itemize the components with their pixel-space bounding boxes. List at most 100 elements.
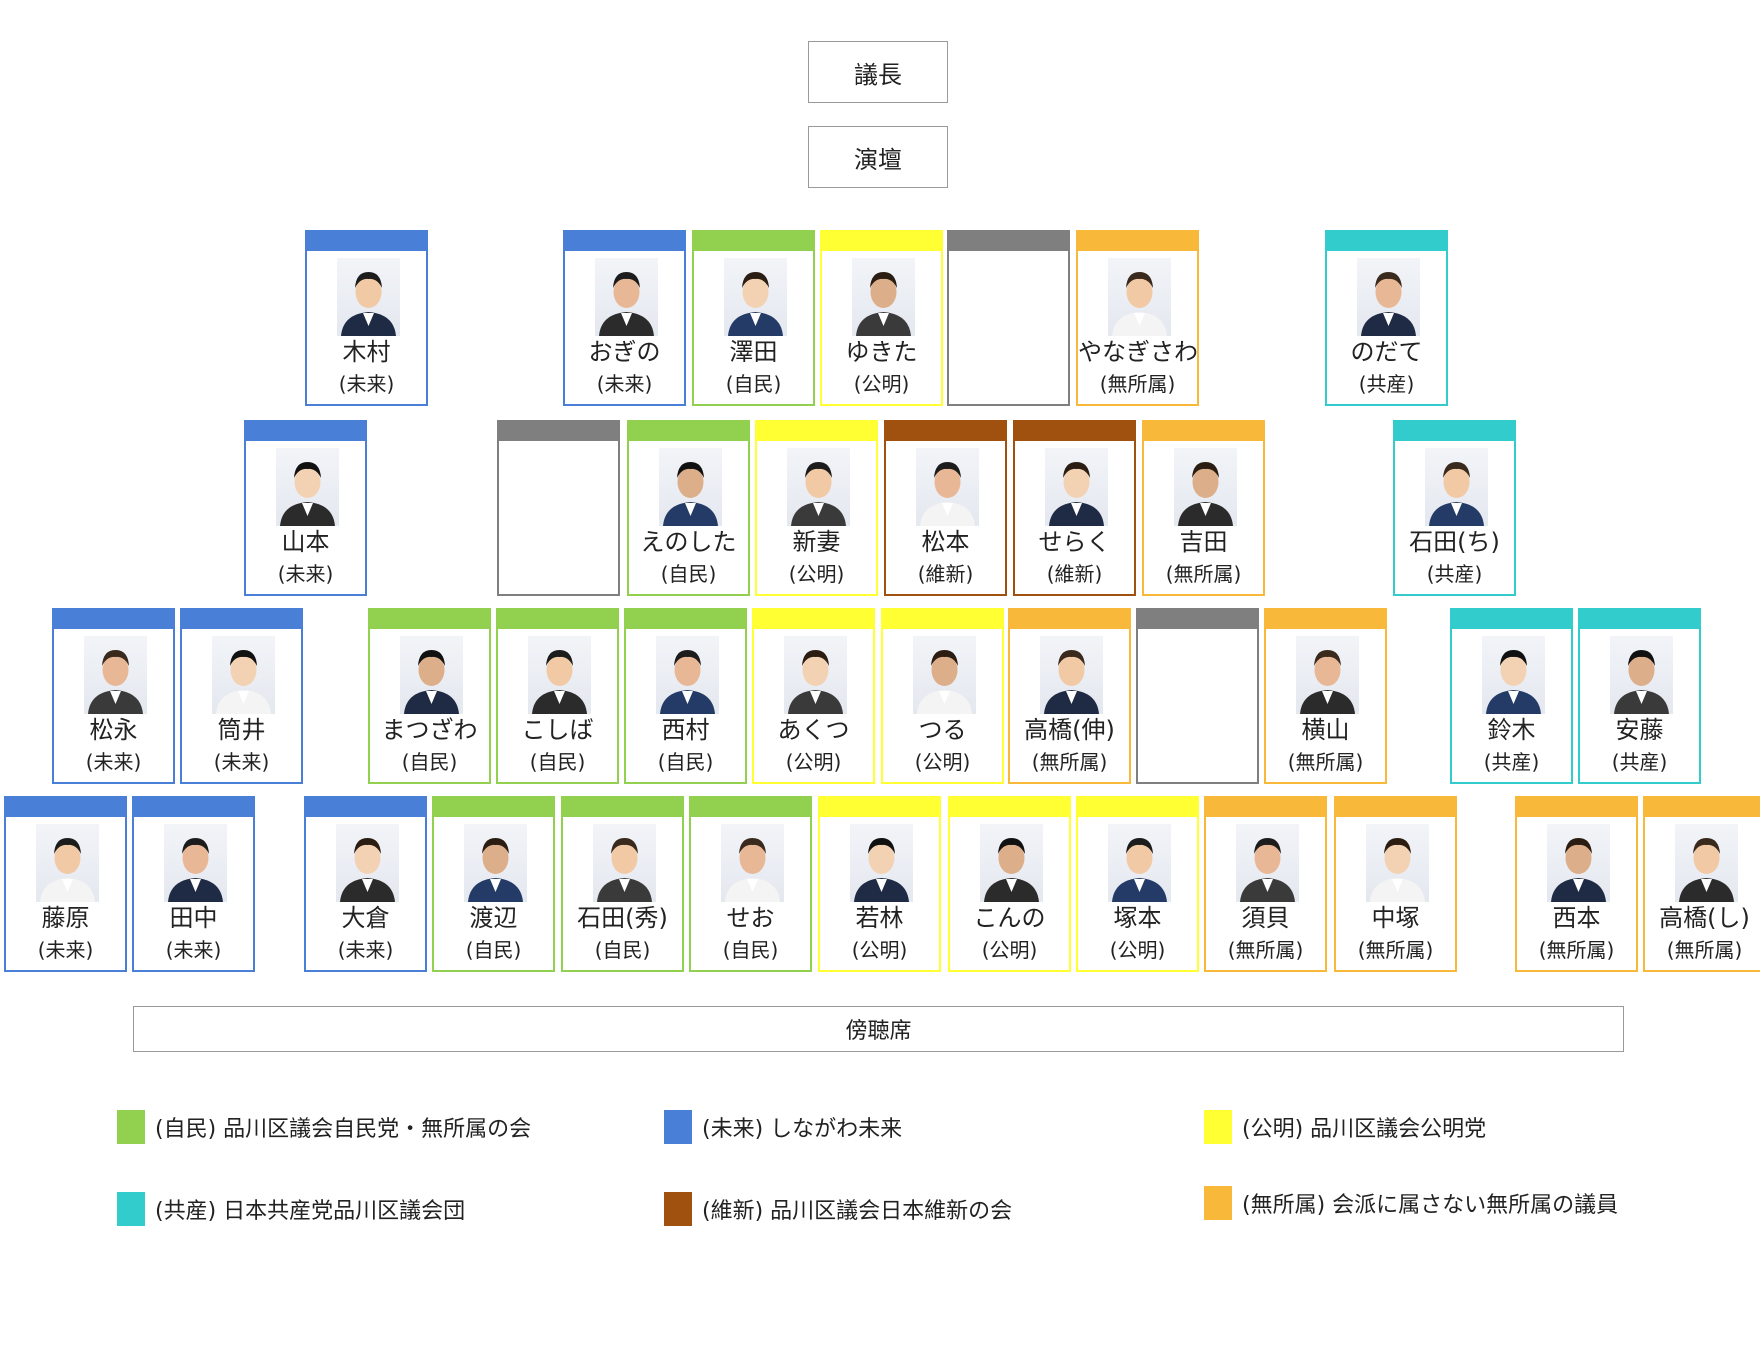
- party-color-bar: [1450, 608, 1573, 629]
- seat-card: 安藤(共産): [1578, 608, 1701, 784]
- seat-card: のだて(共産): [1325, 230, 1448, 406]
- seat-card: つる(公明): [881, 608, 1004, 784]
- party-color-bar: [884, 420, 1007, 441]
- member-photo: [1296, 636, 1359, 714]
- seat-card: 西本(無所属): [1515, 796, 1638, 972]
- member-party: (未来): [37, 938, 94, 962]
- legend-swatch: [664, 1192, 692, 1226]
- seat-card: 若林(公明): [818, 796, 941, 972]
- member-party: (自民): [465, 938, 522, 962]
- seat-card: 西村 (自民): [624, 608, 747, 784]
- member-party: (自民): [594, 938, 651, 962]
- party-color-bar: [818, 796, 941, 817]
- member-party: (共産): [1426, 562, 1483, 586]
- seat-card: 木村(未来): [305, 230, 428, 406]
- member-photo: [1108, 824, 1171, 902]
- member-photo: [721, 824, 784, 902]
- member-name: 藤原: [41, 904, 90, 932]
- member-party: (維新): [1046, 562, 1103, 586]
- member-photo: [36, 824, 99, 902]
- legend-item: (未来) しながわ未来: [664, 1110, 902, 1144]
- party-color-bar: [752, 608, 875, 629]
- member-party: (未来): [596, 372, 653, 396]
- member-name: 塚本: [1113, 904, 1162, 932]
- member-photo: [916, 448, 979, 526]
- member-name: えのした: [640, 528, 737, 556]
- member-photo: [528, 636, 591, 714]
- member-party: (自民): [657, 750, 714, 774]
- member-photo: [1236, 824, 1299, 902]
- chair-label: 議長: [808, 41, 948, 103]
- member-photo: [400, 636, 463, 714]
- seat-card: 横山(無所属): [1264, 608, 1387, 784]
- member-name: まつざわ: [381, 716, 478, 744]
- member-party: (未来): [277, 562, 334, 586]
- member-party: (自民): [401, 750, 458, 774]
- member-name: 西村: [661, 716, 710, 744]
- member-name: 石田(秀): [577, 904, 668, 932]
- member-photo: [84, 636, 147, 714]
- seat-card: 鈴木(共産): [1450, 608, 1573, 784]
- member-name: あくつ: [777, 716, 850, 744]
- member-photo: [1482, 636, 1545, 714]
- member-party: (公明): [1109, 938, 1166, 962]
- party-color-bar: [1334, 796, 1457, 817]
- party-color-bar: [180, 608, 303, 629]
- legend-swatch: [664, 1110, 692, 1144]
- legend-item: (自民) 品川区議会自民党・無所属の会: [117, 1110, 531, 1144]
- seat-vacant: [1136, 608, 1259, 784]
- seat-card: 松本(維新): [884, 420, 1007, 596]
- member-name: 石田(ち): [1409, 528, 1500, 556]
- member-name: 新妻: [792, 528, 841, 556]
- seat-card: せらく(維新): [1013, 420, 1136, 596]
- seat-card: 大倉(未来): [304, 796, 427, 972]
- member-photo: [656, 636, 719, 714]
- legend-item: (維新) 品川区議会日本維新の会: [664, 1192, 1012, 1226]
- member-photo: [1610, 636, 1673, 714]
- party-color-bar: [1264, 608, 1387, 629]
- party-color-bar: [1578, 608, 1701, 629]
- seat-card: 松永 (未来): [52, 608, 175, 784]
- member-party: (公明): [914, 750, 971, 774]
- party-color-bar: [881, 608, 1004, 629]
- legend-label: (公明) 品川区議会公明党: [1242, 1117, 1487, 1142]
- member-photo: [1045, 448, 1108, 526]
- party-color-bar: [1142, 420, 1265, 441]
- member-name: 松本: [921, 528, 970, 556]
- member-party: (未来): [85, 750, 142, 774]
- member-photo: [850, 824, 913, 902]
- party-color-bar: [1515, 796, 1638, 817]
- member-name: 吉田: [1179, 528, 1228, 556]
- member-name: 須貝: [1241, 904, 1290, 932]
- party-color-bar: [692, 230, 815, 251]
- party-color-bar: [4, 796, 127, 817]
- party-color-bar: [132, 796, 255, 817]
- member-party: (自民): [660, 562, 717, 586]
- gallery-label: 傍聴席: [133, 1006, 1624, 1052]
- party-color-bar: [497, 420, 620, 441]
- member-name: 横山: [1301, 716, 1350, 744]
- seat-card: 高橋(し)(無所属): [1643, 796, 1760, 972]
- party-color-bar: [624, 608, 747, 629]
- party-color-bar: [1204, 796, 1327, 817]
- seat-card: こしば(自民): [496, 608, 619, 784]
- member-photo: [1425, 448, 1488, 526]
- member-name: 松永: [89, 716, 138, 744]
- member-photo: [784, 636, 847, 714]
- seat-card: あくつ(公明): [752, 608, 875, 784]
- seat-card: 田中(未来): [132, 796, 255, 972]
- seat-card: 新妻(公明): [755, 420, 878, 596]
- member-party: (無所属): [1165, 562, 1242, 586]
- member-party: (無所属): [1538, 938, 1615, 962]
- party-color-bar: [52, 608, 175, 629]
- party-color-bar: [496, 608, 619, 629]
- member-photo: [659, 448, 722, 526]
- member-party: (自民): [722, 938, 779, 962]
- seat-card: 石田(ち) (共産): [1393, 420, 1516, 596]
- party-color-bar: [948, 796, 1071, 817]
- member-name: 田中: [169, 904, 218, 932]
- member-party: (公明): [981, 938, 1038, 962]
- member-party: (無所属): [1357, 938, 1434, 962]
- party-color-bar: [563, 230, 686, 251]
- legend-swatch: [117, 1110, 145, 1144]
